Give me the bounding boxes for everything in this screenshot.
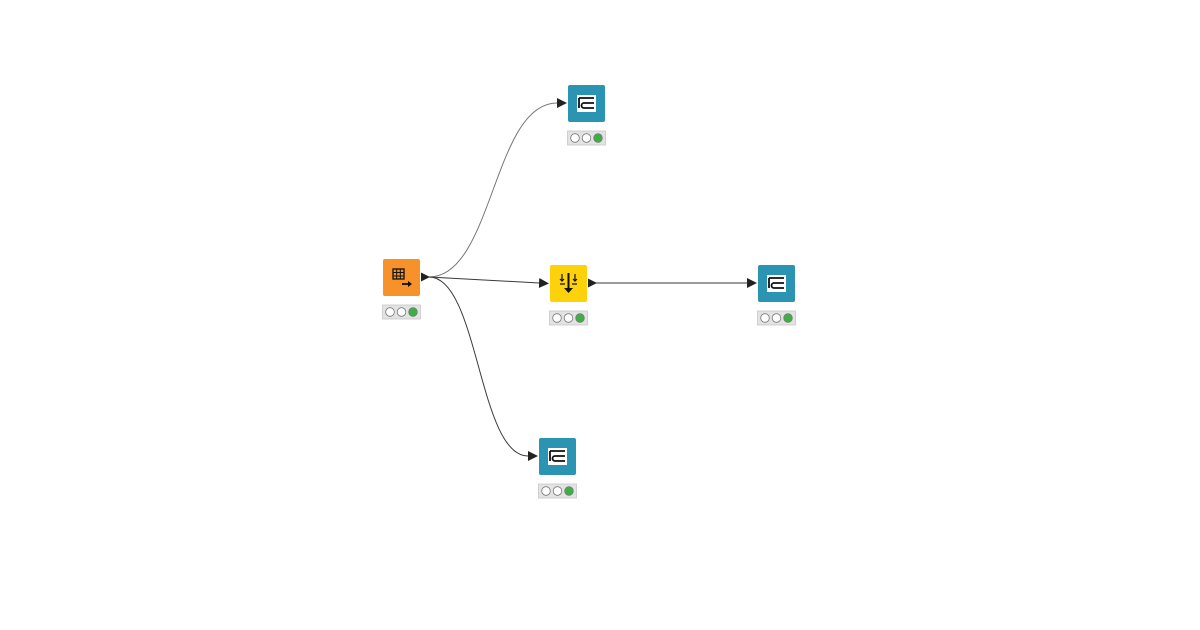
status-light-green <box>593 133 603 143</box>
status-indicator <box>538 483 577 499</box>
table-view-icon <box>548 448 567 465</box>
output-port-icon[interactable] <box>588 278 597 288</box>
status-light-green <box>783 313 793 323</box>
status-light-off <box>552 486 563 496</box>
connection-source-to-view-top[interactable] <box>428 98 567 278</box>
status-light-off <box>396 307 407 317</box>
table-view-icon <box>577 95 596 112</box>
status-light-green <box>408 307 418 317</box>
table-arrow-icon <box>392 268 412 287</box>
node-filter[interactable] <box>549 265 598 326</box>
status-light-off <box>760 313 770 323</box>
output-port-icon[interactable] <box>421 272 430 282</box>
status-light-off <box>385 307 395 317</box>
status-indicator <box>757 310 796 326</box>
status-light-off <box>570 133 580 143</box>
node-source[interactable] <box>382 259 431 320</box>
status-light-green <box>575 313 585 323</box>
node-view-right[interactable] <box>757 265 796 326</box>
node-source-body[interactable] <box>383 259 420 296</box>
status-light-off <box>581 133 592 143</box>
status-indicator <box>382 304 421 320</box>
status-indicator <box>549 310 588 326</box>
status-light-off <box>563 313 574 323</box>
node-view-top[interactable] <box>567 85 606 146</box>
connection-source-to-filter[interactable] <box>428 276 549 288</box>
status-indicator <box>567 130 606 146</box>
status-light-off <box>771 313 782 323</box>
status-light-off <box>552 313 562 323</box>
connection-source-to-view-bottom[interactable] <box>428 276 538 461</box>
nodes-layer <box>382 85 796 499</box>
filter-arrows-icon <box>559 273 578 293</box>
connections-layer <box>428 98 757 461</box>
table-view-icon <box>767 275 786 292</box>
node-view-bottom[interactable] <box>538 438 577 499</box>
status-light-green <box>564 486 574 496</box>
status-light-off <box>541 486 551 496</box>
